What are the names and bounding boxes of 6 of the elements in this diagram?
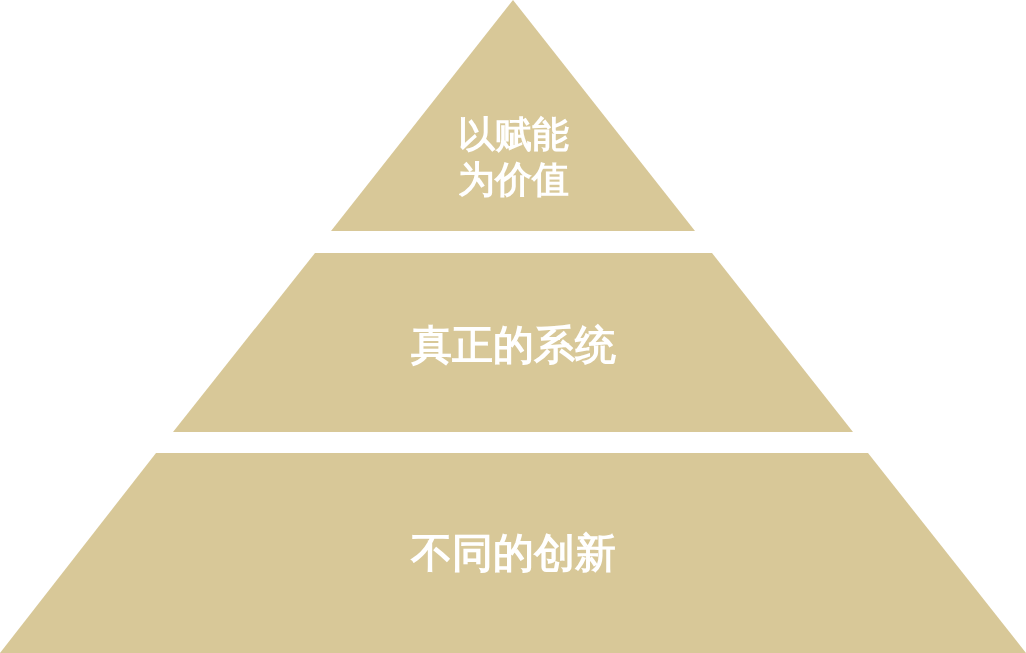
tier-label: 以赋能为价值 [456, 111, 570, 203]
tier-label: 真正的系统 [410, 320, 616, 370]
pyramid-tier [331, 0, 695, 231]
pyramid-tier [173, 253, 853, 432]
tier-label: 不同的创新 [410, 528, 616, 578]
pyramid-tier [0, 453, 1026, 653]
